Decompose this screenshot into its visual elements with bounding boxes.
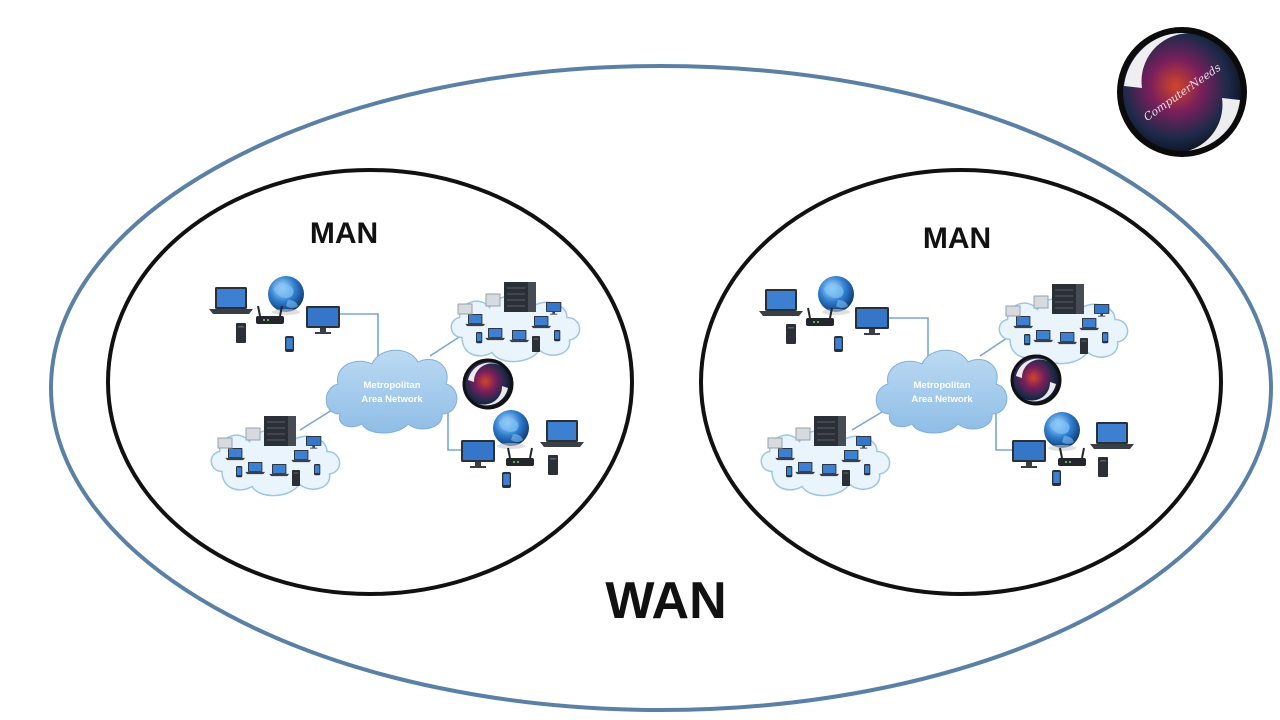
- cloud-label-line1: Metropolitan: [364, 380, 421, 391]
- laptop-icon: [1090, 422, 1134, 449]
- globe-icon: [1044, 412, 1080, 451]
- tower-icon: [1098, 457, 1108, 477]
- device-cluster-top-left: [759, 276, 889, 352]
- phone-icon: [285, 336, 294, 352]
- monitor-icon: [1012, 440, 1046, 468]
- brand-logo: ComputerNeeds: [1117, 27, 1247, 157]
- man-boundary: [699, 168, 1223, 596]
- man-label: MAN: [310, 217, 378, 250]
- monitor-icon: [306, 306, 340, 334]
- phone-icon: [1052, 470, 1061, 486]
- lan-cloud-icon: [761, 416, 889, 496]
- tower-icon: [786, 324, 796, 344]
- cloud-label-line2: Area Network: [361, 394, 423, 405]
- metropolitan-area-network-cloud: Metropolitan Area Network: [875, 349, 1008, 434]
- device-cluster-bottom-right: [461, 410, 584, 488]
- phone-icon: [834, 336, 843, 352]
- phone-icon: [502, 472, 511, 488]
- monitor-icon: [855, 307, 889, 335]
- device-cluster-bottom-right: [1012, 412, 1134, 486]
- globe-icon: [268, 276, 304, 315]
- man-left: MAN Metropolitan Area Network: [106, 168, 634, 596]
- cloud-label-line1: Metropolitan: [914, 380, 971, 391]
- cloud-label-line2: Area Network: [911, 394, 973, 405]
- router-icon: [505, 447, 535, 467]
- tower-icon: [236, 323, 246, 343]
- device-cluster-top-left: [209, 276, 340, 352]
- globe-icon: [818, 276, 854, 315]
- wan-boundary: [49, 64, 1273, 712]
- monitor-icon: [461, 440, 495, 468]
- man-boundary: [106, 168, 634, 596]
- tower-icon: [548, 455, 558, 475]
- lan-cloud-icon: [451, 282, 579, 362]
- lan-cloud-icon: [211, 416, 339, 496]
- laptop-icon: [759, 289, 803, 316]
- laptop-icon: [209, 287, 253, 314]
- logo-icon: [462, 358, 514, 410]
- man-label: MAN: [923, 222, 991, 255]
- lan-cloud-icon: [999, 284, 1127, 364]
- wan-label: WAN: [605, 572, 726, 630]
- logo-icon: [1010, 354, 1062, 406]
- man-right: MAN Metropolitan Area Network: [699, 168, 1223, 596]
- globe-icon: [493, 410, 529, 449]
- laptop-icon: [540, 420, 584, 447]
- metropolitan-area-network-cloud: Metropolitan Area Network: [325, 349, 458, 434]
